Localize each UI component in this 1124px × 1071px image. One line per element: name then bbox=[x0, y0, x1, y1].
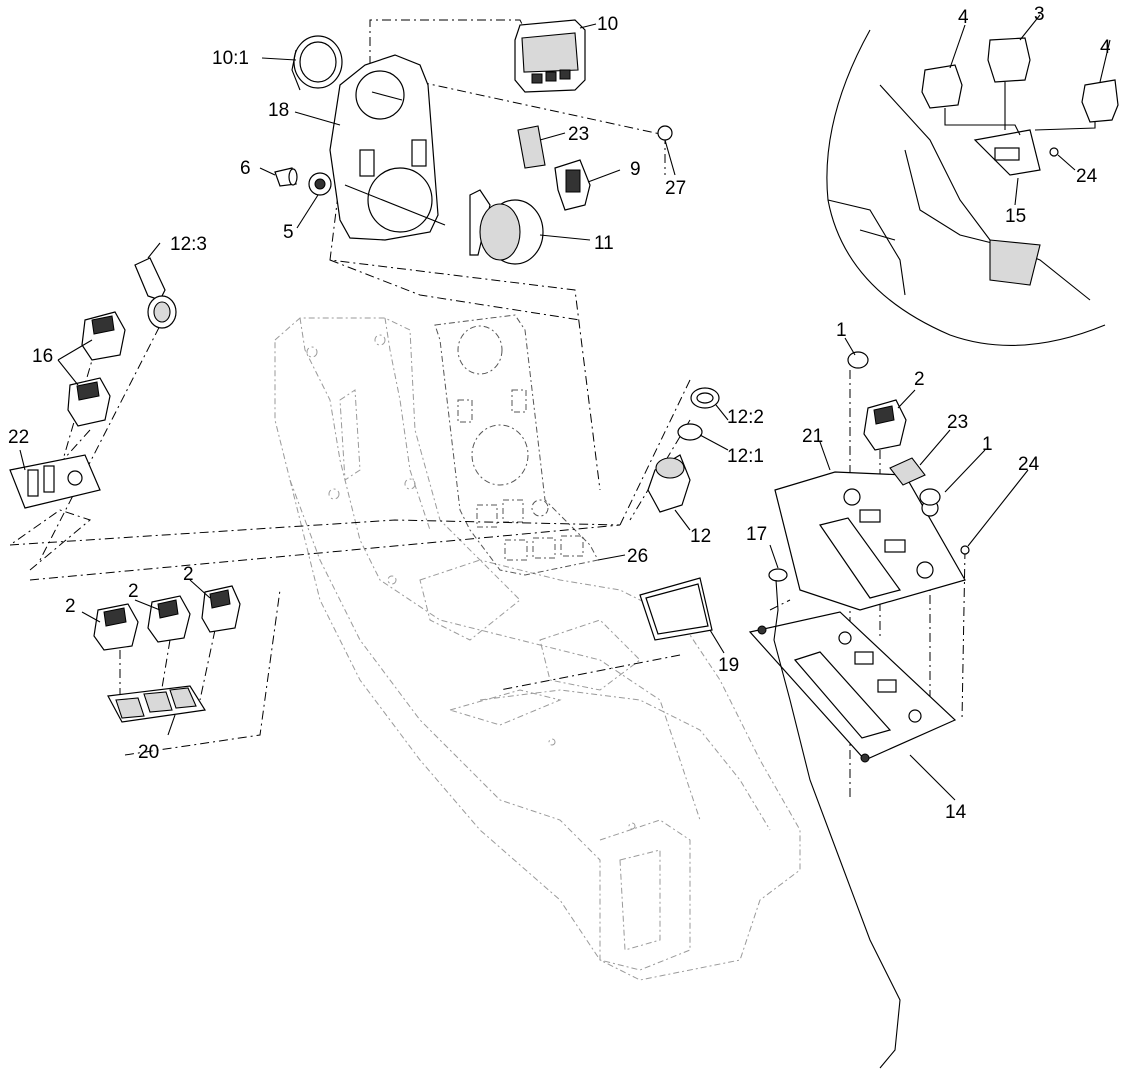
callout-22: 22 bbox=[8, 427, 29, 448]
console-dash-panel bbox=[434, 314, 599, 576]
callout-4-left: 4 bbox=[958, 7, 969, 28]
callout-6: 6 bbox=[240, 158, 251, 179]
plate-22 bbox=[9, 454, 101, 509]
label-23-right bbox=[889, 457, 926, 486]
callout-1-right: 1 bbox=[982, 434, 993, 455]
key-12-3 bbox=[134, 257, 177, 329]
inset-detail bbox=[826, 29, 1119, 346]
switch-16-lower bbox=[67, 377, 111, 427]
plug-1-right bbox=[919, 488, 941, 506]
callout-2-middle: 2 bbox=[128, 581, 139, 602]
switch-16-upper bbox=[81, 311, 126, 361]
dash-panel-18 bbox=[329, 54, 446, 241]
plug-1-top bbox=[847, 351, 869, 369]
assembly-lines bbox=[9, 19, 966, 800]
callout-27: 27 bbox=[665, 178, 686, 199]
switch-2-right-plate bbox=[863, 399, 907, 451]
callout-2-right-plate: 2 bbox=[914, 369, 925, 390]
callout-10-1: 10:1 bbox=[212, 48, 249, 69]
gauge-11 bbox=[469, 189, 544, 265]
nut-12-1 bbox=[677, 423, 703, 441]
socket-12 bbox=[647, 454, 691, 513]
leader-lines bbox=[19, 14, 1111, 801]
callout-19: 19 bbox=[718, 655, 739, 676]
switch-2-middle bbox=[147, 595, 191, 643]
callout-15: 15 bbox=[1005, 206, 1026, 227]
plug-27 bbox=[657, 125, 673, 141]
fitting-6 bbox=[274, 167, 298, 187]
callout-18: 18 bbox=[268, 100, 289, 121]
plate-20 bbox=[107, 685, 206, 723]
callout-24-inset: 24 bbox=[1076, 166, 1098, 187]
callout-12-2: 12:2 bbox=[727, 407, 764, 428]
callout-11: 11 bbox=[594, 233, 614, 254]
switch-9 bbox=[554, 159, 591, 211]
plate-21 bbox=[774, 471, 966, 611]
switch-2-left bbox=[93, 603, 139, 651]
callout-17: 17 bbox=[746, 524, 767, 545]
callout-26: 26 bbox=[627, 546, 648, 567]
callout-24-right: 24 bbox=[1018, 454, 1040, 475]
callout-10: 10 bbox=[597, 14, 618, 35]
callout-20: 20 bbox=[138, 742, 159, 763]
callout-5: 5 bbox=[283, 222, 294, 243]
callout-labels: 10:1 10 18 23 27 6 9 5 11 12:3 16 22 2 2… bbox=[8, 4, 1111, 823]
display-10 bbox=[514, 19, 586, 93]
nut-5 bbox=[308, 172, 332, 196]
callout-16: 16 bbox=[32, 346, 53, 367]
callout-21: 21 bbox=[802, 426, 823, 447]
screw-24 bbox=[960, 545, 970, 555]
callout-9: 9 bbox=[630, 159, 641, 180]
callout-23-right: 23 bbox=[947, 412, 968, 433]
pad-19 bbox=[639, 577, 713, 641]
callout-3: 3 bbox=[1034, 4, 1045, 25]
plate-14 bbox=[748, 611, 957, 763]
center-console-body bbox=[274, 317, 801, 981]
callout-12-3: 12:3 bbox=[170, 234, 207, 255]
cable-17 bbox=[768, 568, 901, 1069]
callout-2-right: 2 bbox=[183, 564, 194, 585]
callout-23-top: 23 bbox=[568, 124, 589, 145]
bezel-ring-10-1 bbox=[291, 35, 343, 91]
callout-12-1: 12:1 bbox=[727, 446, 764, 467]
callout-2-left: 2 bbox=[65, 596, 76, 617]
callout-12: 12 bbox=[690, 526, 711, 547]
label-23-top bbox=[517, 125, 546, 169]
callout-1-top: 1 bbox=[836, 320, 847, 341]
callout-4-right: 4 bbox=[1100, 37, 1111, 58]
switch-2-right bbox=[201, 585, 241, 633]
ring-12-2 bbox=[690, 387, 720, 409]
callout-14: 14 bbox=[945, 802, 967, 823]
